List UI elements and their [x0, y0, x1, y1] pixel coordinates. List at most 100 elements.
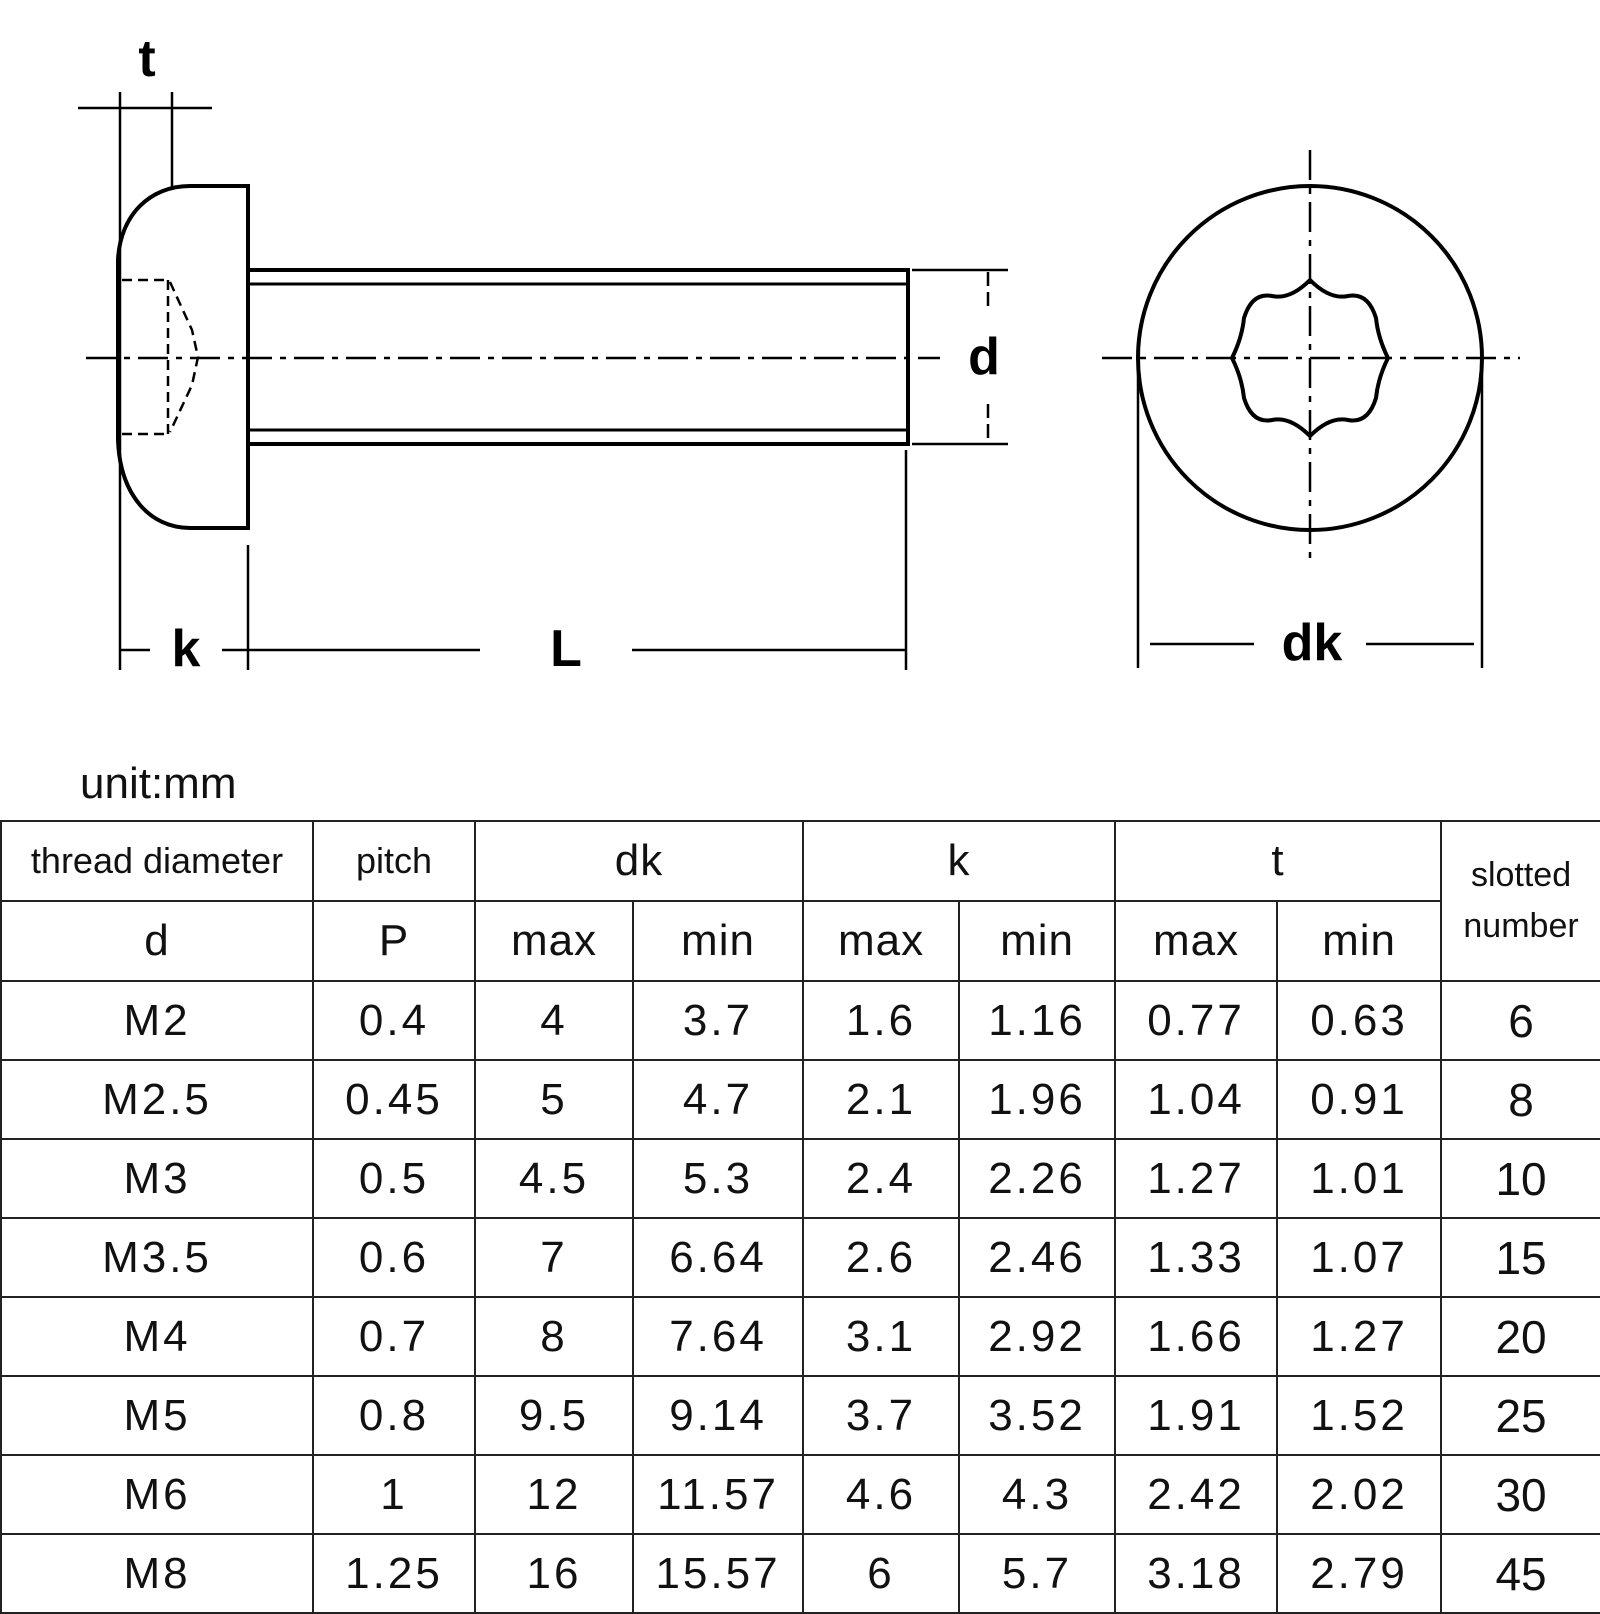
header-row-1: thread diameter pitch dk k t slotted num… [0, 820, 1600, 982]
cell-slotted-number: 10 [1440, 1138, 1600, 1219]
cell-pitch-p: 0.5 [312, 1138, 476, 1219]
cell-slotted-number: 15 [1440, 1217, 1600, 1298]
col-pitch: pitch [312, 820, 476, 902]
cell-k-max: 1.6 [802, 980, 961, 1061]
cell-slotted-number: 20 [1440, 1296, 1600, 1377]
cell-k-max: 2.1 [802, 1059, 961, 1140]
slotted-line1: slotted [1470, 856, 1572, 894]
cell-pitch-p: 1.25 [312, 1533, 476, 1614]
cell-dk-max: 8 [474, 1296, 634, 1377]
cell-pitch-p: 0.4 [312, 980, 476, 1061]
cell-dk-min: 15.57 [631, 1533, 805, 1614]
cell-thread-d: M4 [0, 1296, 314, 1377]
cell-pitch-p: 0.45 [312, 1059, 476, 1140]
cell-dk-min: 4.7 [631, 1059, 805, 1140]
cell-t-min: 1.01 [1276, 1138, 1443, 1219]
cell-dk-max: 9.5 [474, 1375, 634, 1456]
cell-k-min: 5.7 [958, 1533, 1117, 1614]
cell-t-min: 0.91 [1276, 1059, 1443, 1140]
cell-k-min: 1.96 [958, 1059, 1117, 1140]
label-d: d [968, 328, 1000, 386]
cell-pitch-p: 0.8 [312, 1375, 476, 1456]
sub-dk-max: max [474, 900, 634, 982]
cell-t-max: 1.04 [1114, 1059, 1279, 1140]
cell-dk-max: 7 [474, 1217, 634, 1298]
cell-t-max: 3.18 [1114, 1533, 1279, 1614]
cell-slotted-number: 6 [1440, 980, 1600, 1061]
cell-dk-max: 4.5 [474, 1138, 634, 1219]
cell-t-max: 2.42 [1114, 1454, 1279, 1535]
cell-thread-d: M3 [0, 1138, 314, 1219]
cell-t-min: 2.02 [1276, 1454, 1443, 1535]
cell-pitch-p: 1 [312, 1454, 476, 1535]
cell-t-min: 1.27 [1276, 1296, 1443, 1377]
screw-head-side [116, 184, 250, 530]
cell-thread-d: M8 [0, 1533, 314, 1614]
cell-dk-max: 16 [474, 1533, 634, 1614]
sub-t-min: min [1276, 900, 1443, 982]
cell-dk-max: 12 [474, 1454, 634, 1535]
cell-slotted-number: 30 [1440, 1454, 1600, 1535]
cell-t-max: 1.27 [1114, 1138, 1279, 1219]
cell-k-min: 3.52 [958, 1375, 1117, 1456]
header-row-2: d P max min max min max min [0, 900, 1600, 982]
cell-dk-max: 5 [474, 1059, 634, 1140]
cell-dk-min: 11.57 [631, 1454, 805, 1535]
sub-d: d [0, 900, 314, 982]
cell-k-max: 6 [802, 1533, 961, 1614]
label-t: t [138, 30, 155, 88]
cell-dk-min: 3.7 [631, 980, 805, 1061]
cell-k-max: 2.6 [802, 1217, 961, 1298]
cell-k-min: 1.16 [958, 980, 1117, 1061]
cell-k-min: 2.26 [958, 1138, 1117, 1219]
cell-k-max: 3.7 [802, 1375, 961, 1456]
col-slotted-number: slotted number [1440, 820, 1600, 982]
cell-t-max: 1.91 [1114, 1375, 1279, 1456]
cell-slotted-number: 45 [1440, 1533, 1600, 1614]
cell-k-min: 2.92 [958, 1296, 1117, 1377]
col-thread-diameter: thread diameter [0, 820, 314, 902]
sub-k-max: max [802, 900, 961, 982]
unit-label: unit:mm [80, 759, 237, 808]
cell-k-max: 3.1 [802, 1296, 961, 1377]
cell-k-max: 4.6 [802, 1454, 961, 1535]
col-t: t [1114, 820, 1443, 902]
spec-table: thread diameter pitch dk k t slotted num… [0, 820, 1600, 1614]
cell-t-min: 1.07 [1276, 1217, 1443, 1298]
cell-thread-d: M5 [0, 1375, 314, 1456]
cell-dk-min: 6.64 [631, 1217, 805, 1298]
sub-t-max: max [1114, 900, 1279, 982]
cell-dk-min: 9.14 [631, 1375, 805, 1456]
label-L: L [550, 620, 582, 678]
sub-k-min: min [958, 900, 1117, 982]
cell-slotted-number: 25 [1440, 1375, 1600, 1456]
cell-dk-max: 4 [474, 980, 634, 1061]
sub-P: P [312, 900, 476, 982]
cell-thread-d: M2 [0, 980, 314, 1061]
cell-pitch-p: 0.6 [312, 1217, 476, 1298]
slotted-line2: number [1463, 907, 1579, 945]
cell-t-min: 1.52 [1276, 1375, 1443, 1456]
col-k: k [802, 820, 1117, 902]
cell-t-max: 1.66 [1114, 1296, 1279, 1377]
cell-thread-d: M6 [0, 1454, 314, 1535]
cell-t-min: 0.63 [1276, 980, 1443, 1061]
cell-k-min: 4.3 [958, 1454, 1117, 1535]
cell-k-max: 2.4 [802, 1138, 961, 1219]
cell-thread-d: M3.5 [0, 1217, 314, 1298]
cell-t-max: 0.77 [1114, 980, 1279, 1061]
cell-pitch-p: 0.7 [312, 1296, 476, 1377]
cell-t-min: 2.79 [1276, 1533, 1443, 1614]
label-k: k [172, 620, 201, 678]
sub-dk-min: min [631, 900, 805, 982]
cell-dk-min: 7.64 [631, 1296, 805, 1377]
label-dk: dk [1282, 614, 1343, 672]
